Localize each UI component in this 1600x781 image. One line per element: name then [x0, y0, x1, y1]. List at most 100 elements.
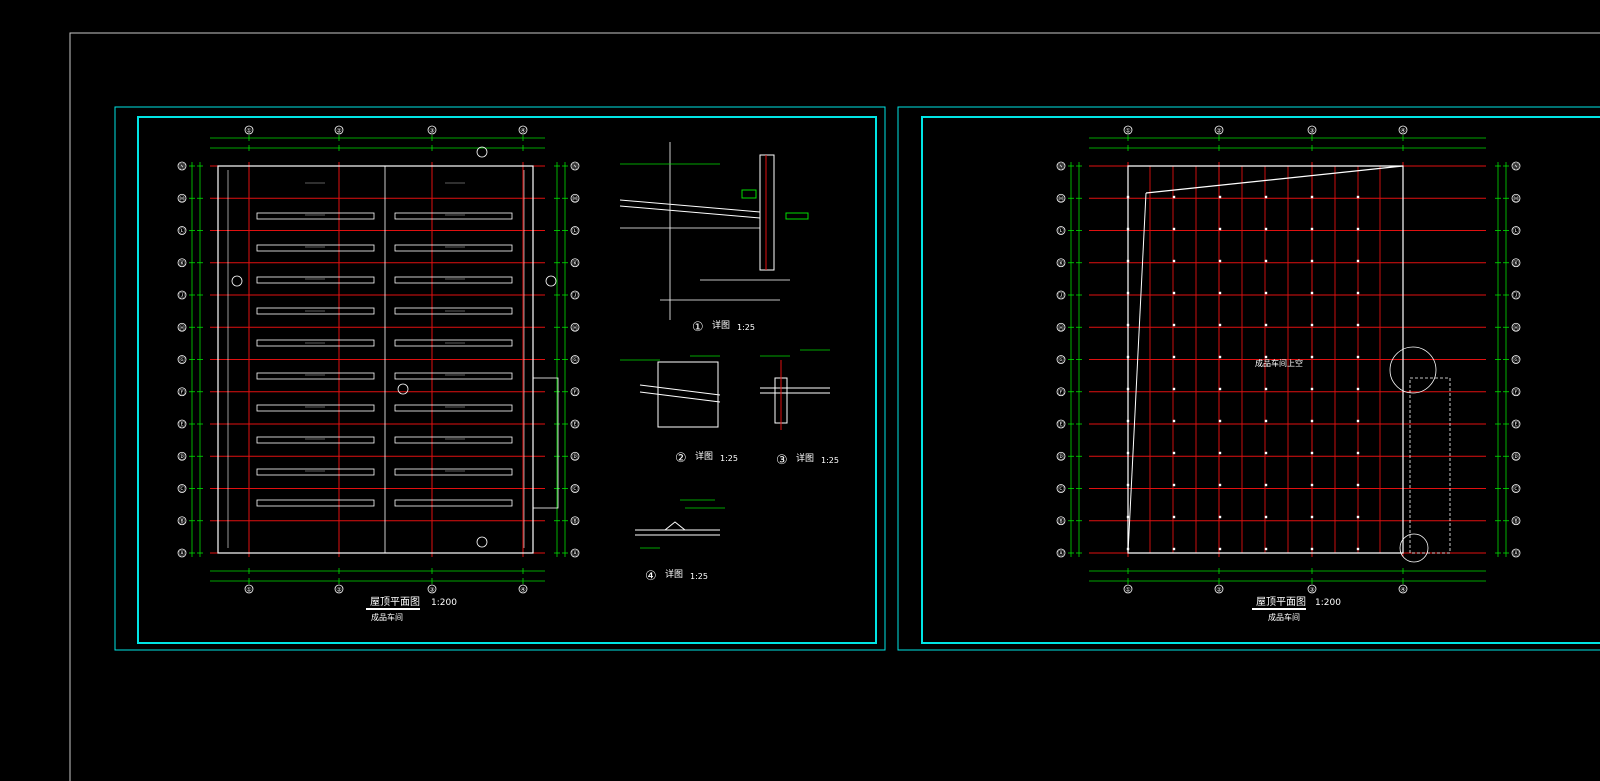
left-row-axis-left-label: Ⓒ: [179, 485, 185, 493]
left-skylight-strip: [256, 468, 375, 476]
left-row-axis-right-label: Ⓐ: [572, 550, 578, 558]
left-row-axis-left-label: Ⓐ: [179, 550, 185, 558]
detail1-mark: [741, 189, 757, 199]
detail1-wall: [759, 154, 775, 271]
left-row-axis-right-label: Ⓝ: [572, 163, 578, 171]
left-skylight-strip: [256, 372, 375, 380]
right-row-axis-left-bubble: [1056, 226, 1066, 235]
right-grid-node: [1264, 387, 1268, 391]
left-row-axis-left-bubble: [177, 419, 187, 429]
right-grid-node: [1264, 323, 1268, 327]
left-skylight-strip: [256, 499, 375, 507]
right-slope-edge: [1127, 192, 1147, 554]
right-grid-node: [1126, 483, 1130, 487]
right-row-axis-left-label: Ⓗ: [1058, 324, 1064, 332]
right-col-axis-top-bubble: [1214, 125, 1224, 135]
left-row-axis-right-bubble: [570, 161, 580, 171]
left-skylight-strip: [256, 244, 375, 252]
detail2-slab: [639, 391, 721, 403]
right-row-axis-left-bubble: [1056, 516, 1066, 526]
left-skylight-strip: [394, 372, 513, 380]
right-grid-node: [1310, 451, 1314, 455]
right-grid-node: [1264, 483, 1268, 487]
left-skylight-strip: [256, 404, 375, 412]
right-row-axis-left-label: Ⓑ: [1058, 517, 1064, 525]
left-col-axis-bottom-label: ③: [429, 587, 434, 594]
right-grid-node: [1310, 547, 1314, 551]
right-grid-node: [1264, 451, 1268, 455]
right-grid-node: [1172, 355, 1176, 359]
right-row-axis-right-label: Ⓝ: [1513, 163, 1519, 171]
left-row-axis-left-label: Ⓓ: [179, 453, 185, 461]
right-row-axis-right-label: Ⓐ: [1513, 550, 1519, 558]
detail-4-scale: 1:25: [690, 572, 708, 581]
left-row-axis-right-bubble: [570, 419, 580, 429]
detail1-slab: [619, 199, 761, 213]
left-row-axis-right-bubble: [570, 258, 580, 268]
left-row-axis-right-label: Ⓓ: [572, 453, 578, 461]
left-row-axis-left-label: Ⓛ: [179, 227, 185, 235]
right-grid-node: [1126, 195, 1130, 199]
left-col-axis-top-label: ①: [246, 128, 251, 135]
right-grid-node: [1172, 323, 1176, 327]
left-plan-title: 屋顶平面图: [370, 596, 420, 608]
left-row-axis-left-bubble: [177, 322, 187, 332]
right-grid-node: [1264, 547, 1268, 551]
right-sheet-outer-border: [897, 106, 1600, 651]
left-row-axis-right-bubble: [570, 451, 580, 461]
right-stair-outline: [1409, 377, 1451, 554]
left-sheet-inner-border: [137, 116, 877, 644]
left-sheet-outer-border: [114, 106, 886, 651]
left-skylight-strip: [256, 436, 375, 444]
right-row-axis-left-label: Ⓓ: [1058, 453, 1064, 461]
left-skylight-strip: [394, 436, 513, 444]
right-row-axis-right-label: Ⓒ: [1513, 485, 1519, 493]
left-col-axis-bottom-bubble: [518, 584, 528, 594]
right-row-axis-left-bubble: [1056, 193, 1066, 203]
right-row-axis-right-label: Ⓔ: [1513, 421, 1519, 429]
right-grid-node: [1310, 419, 1314, 423]
left-row-axis-right-label: Ⓕ: [572, 388, 578, 396]
right-grid-node: [1126, 515, 1130, 519]
detail-3-num: ③: [776, 453, 788, 468]
left-row-axis-left-bubble: [177, 516, 187, 526]
right-grid-node: [1310, 387, 1314, 391]
left-callout-circle: [545, 275, 557, 287]
left-callout-circle: [476, 536, 488, 548]
left-col-axis-top-bubble: [427, 125, 437, 135]
right-col-axis-bottom-label: ③: [1309, 587, 1314, 594]
right-row-axis-right-bubble: [1511, 419, 1521, 429]
left-row-axis-left-label: Ⓑ: [179, 517, 185, 525]
right-row-axis-left-label: Ⓛ: [1058, 227, 1064, 235]
right-grid-node: [1218, 515, 1222, 519]
right-grid-node: [1172, 195, 1176, 199]
left-row-axis-right-label: Ⓗ: [572, 324, 578, 332]
right-plan-title: 屋顶平面图: [1256, 596, 1306, 608]
right-grid-node: [1356, 387, 1360, 391]
left-skylight-strip: [256, 307, 375, 315]
left-row-axis-right-bubble: [570, 548, 580, 558]
right-col-axis-top-bubble: [1398, 125, 1408, 135]
right-grid-node: [1264, 227, 1268, 231]
right-row-axis-right-label: Ⓜ: [1513, 195, 1519, 203]
left-row-axis-right-bubble: [570, 355, 580, 364]
detail2-slab: [639, 384, 721, 396]
right-grid-node: [1126, 291, 1130, 295]
right-col-axis-bottom-label: ④: [1400, 587, 1405, 594]
detail-2-label: 详图: [695, 450, 713, 462]
right-plan-scale: 1:200: [1315, 598, 1341, 608]
left-row-axis-right-label: Ⓚ: [572, 259, 578, 267]
right-row-axis-left-bubble: [1056, 161, 1066, 171]
left-skylight-strip: [394, 244, 513, 252]
right-roof-outline: [1127, 165, 1404, 554]
right-grid-node: [1356, 259, 1360, 263]
left-col-axis-top-label: ②: [336, 128, 342, 135]
left-col-axis-bottom-label: ②: [336, 587, 342, 594]
right-grid-node: [1310, 291, 1314, 295]
left-row-axis-left-label: Ⓚ: [179, 259, 185, 267]
left-row-axis-left-bubble: [177, 355, 187, 364]
